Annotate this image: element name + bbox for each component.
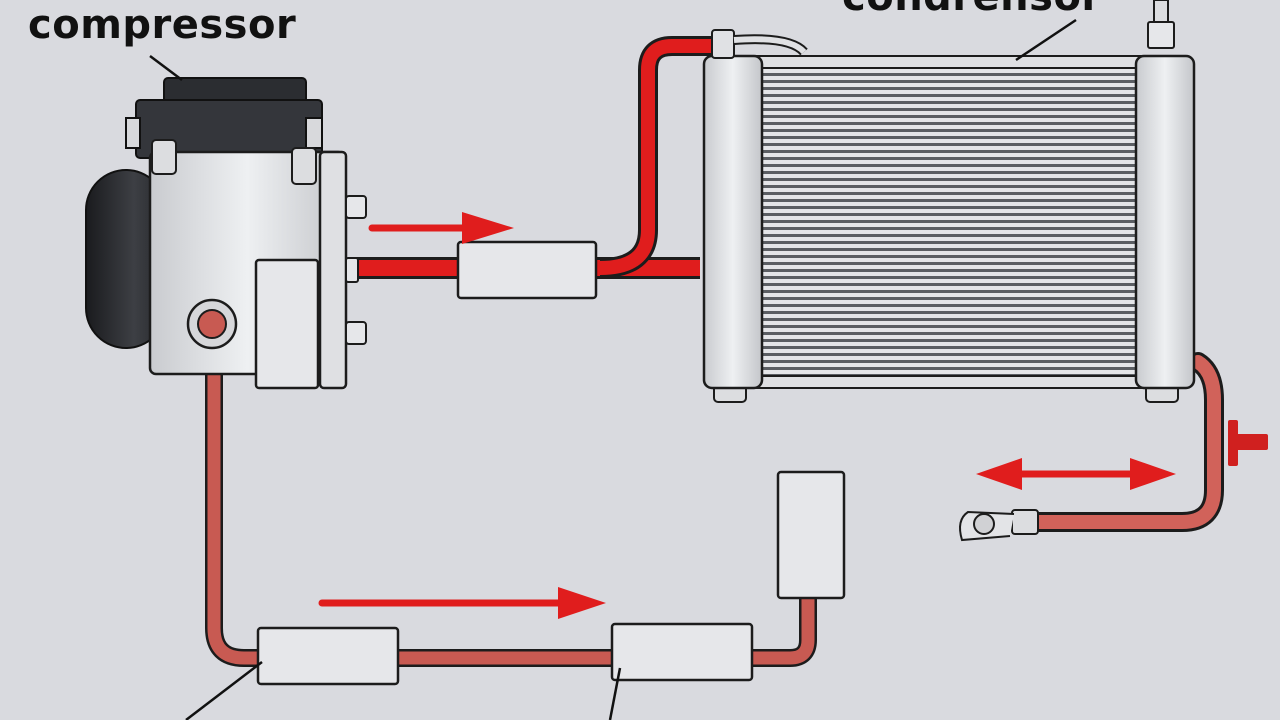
muffler-box: [456, 240, 598, 300]
flow-arrow-discharge: [368, 212, 514, 244]
condenser-coil: [702, 0, 1196, 403]
accumulator-box: [256, 626, 400, 686]
condenser-label: condrensor: [842, 0, 1102, 20]
liquid-line-fill: [1023, 355, 1221, 529]
filter-leader: [608, 667, 622, 720]
receiver-box: [776, 470, 846, 600]
hose-clamp-icon: [959, 509, 1039, 542]
compressor-unit: [85, 77, 367, 390]
flow-arrow-return: [318, 587, 606, 619]
compressor-leader: [149, 55, 183, 81]
accumulator-leader: [185, 661, 263, 720]
discharge-riser-fill: [599, 39, 722, 275]
flow-arrow-bidirectional: [976, 458, 1176, 490]
filter-box: [610, 622, 754, 682]
suction-line-fill: [207, 323, 815, 665]
condenser-leader: [1015, 18, 1077, 62]
compressor-label: compressor: [28, 2, 297, 48]
valve-icon: [1228, 420, 1268, 466]
